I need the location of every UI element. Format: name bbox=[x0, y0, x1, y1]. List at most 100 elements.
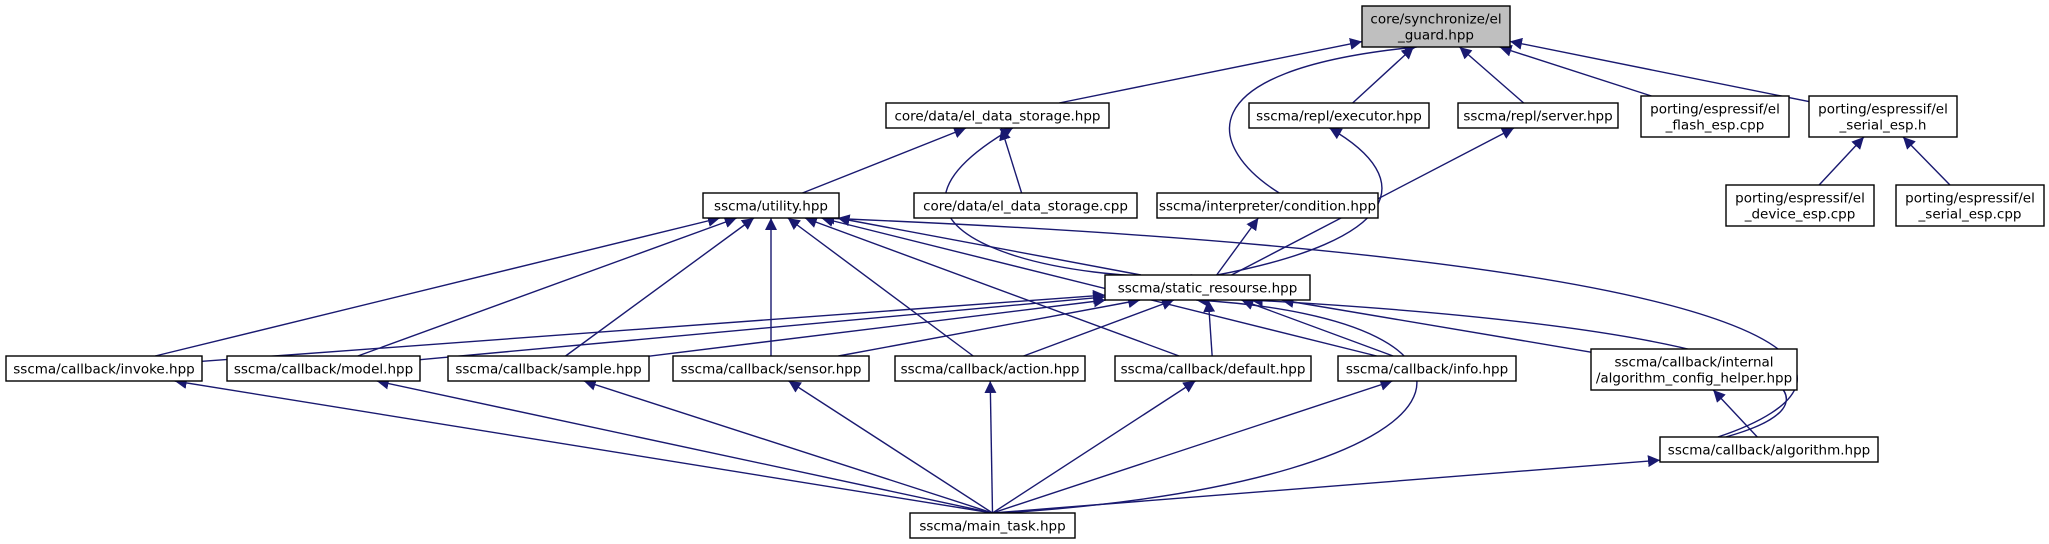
node-cb_action[interactable]: sscma/callback/action.hpp bbox=[894, 355, 1086, 382]
node-repl_server[interactable]: sscma/repl/server.hpp bbox=[1457, 102, 1619, 129]
node-label: core/data/el_data_storage.hpp bbox=[895, 109, 1101, 125]
node-box bbox=[1457, 102, 1619, 129]
node-box bbox=[1337, 355, 1517, 382]
edge-cb_sample-to-utility bbox=[565, 217, 755, 357]
node-box bbox=[672, 355, 870, 382]
node-box bbox=[1590, 348, 1798, 391]
node-box bbox=[1895, 184, 2045, 227]
node-utility[interactable]: sscma/utility.hpp bbox=[702, 192, 840, 219]
node-data_storage_hpp[interactable]: core/data/el_data_storage.hpp bbox=[885, 102, 1110, 129]
node-cb_model[interactable]: sscma/callback/model.hpp bbox=[226, 355, 421, 382]
edge-cb_algo_cfg-to-static_res bbox=[1281, 296, 1592, 353]
node-label: _serial_esp.h bbox=[1839, 118, 1927, 134]
node-label: porting/espressif/el bbox=[1735, 191, 1865, 207]
edge-cb_default-to-static_res bbox=[1203, 299, 1216, 357]
edge-main_task-to-cb_sample bbox=[583, 378, 993, 514]
node-label: porting/espressif/el bbox=[1650, 102, 1780, 118]
node-box bbox=[1156, 192, 1379, 219]
nodes-layer: core/synchronize/el_guard.hpp core/data/e… bbox=[5, 5, 2045, 539]
edge-cb_sensor-to-static_res bbox=[838, 296, 1141, 357]
edge-cb_action-to-static_res bbox=[1023, 298, 1175, 357]
node-serial_esp_h[interactable]: porting/espressif/el_serial_esp.h bbox=[1808, 95, 1958, 138]
node-label: sscma/repl/server.hpp bbox=[1463, 109, 1612, 125]
edge-serial_esp_h-to-root bbox=[1509, 37, 1810, 103]
node-label: sscma/callback/sensor.hpp bbox=[681, 362, 862, 378]
node-root[interactable]: core/synchronize/el_guard.hpp bbox=[1361, 5, 1511, 48]
edge-cb_model-to-static_res bbox=[419, 292, 1106, 361]
node-box bbox=[894, 355, 1086, 382]
node-label: sscma/repl/executor.hpp bbox=[1256, 109, 1422, 125]
node-label: porting/espressif/el bbox=[1818, 102, 1948, 118]
edge-main_task-to-cb_action bbox=[984, 380, 997, 514]
edge-cb_info-to-utility bbox=[821, 215, 1377, 357]
node-label: sscma/callback/sample.hpp bbox=[455, 362, 641, 378]
node-cb_default[interactable]: sscma/callback/default.hpp bbox=[1114, 355, 1312, 382]
edge-utility-to-data_storage_hpp bbox=[802, 126, 967, 194]
node-label: porting/espressif/el bbox=[1905, 191, 2035, 207]
node-label: sscma/callback/invoke.hpp bbox=[13, 362, 194, 378]
node-label: sscma/static_resourse.hpp bbox=[1118, 281, 1298, 297]
node-box bbox=[447, 355, 650, 382]
node-box bbox=[1104, 274, 1311, 301]
node-device_esp[interactable]: porting/espressif/el_device_esp.cpp bbox=[1725, 184, 1875, 227]
node-label: sscma/callback/default.hpp bbox=[1121, 362, 1306, 378]
node-main_task[interactable]: sscma/main_task.hpp bbox=[909, 512, 1076, 539]
edge-repl_server-to-root bbox=[1459, 46, 1525, 104]
node-box bbox=[1808, 95, 1958, 138]
node-box bbox=[1640, 95, 1790, 138]
edge-cb_info-to-static_res bbox=[1241, 298, 1394, 357]
edge-flash_esp-to-root bbox=[1499, 44, 1652, 97]
node-box bbox=[1248, 102, 1430, 129]
node-cb_sensor[interactable]: sscma/callback/sensor.hpp bbox=[672, 355, 870, 382]
node-box bbox=[702, 192, 840, 219]
node-box bbox=[885, 102, 1110, 129]
node-flash_esp[interactable]: porting/espressif/el_flash_esp.cpp bbox=[1640, 95, 1790, 138]
node-static_res[interactable]: sscma/static_resourse.hpp bbox=[1104, 274, 1311, 301]
node-label: _device_esp.cpp bbox=[1744, 207, 1856, 223]
edge-main_task-to-cb_sensor bbox=[788, 380, 993, 514]
node-box bbox=[5, 355, 203, 382]
edge-static_res-to-utility bbox=[837, 214, 1142, 276]
node-condition[interactable]: sscma/interpreter/condition.hpp bbox=[1156, 192, 1379, 219]
node-label: _guard.hpp bbox=[1397, 28, 1474, 44]
edge-cb_invoke-to-static_res bbox=[201, 289, 1106, 363]
edge-cb_algorithm-to-utility bbox=[822, 212, 1798, 438]
edge-cb_algorithm-to-cb_algo_cfg bbox=[1712, 389, 1758, 438]
node-cb_info[interactable]: sscma/callback/info.hpp bbox=[1337, 355, 1517, 382]
edge-main_task-to-cb_default bbox=[992, 380, 1196, 514]
node-cb_algorithm[interactable]: sscma/callback/algorithm.hpp bbox=[1659, 436, 1879, 463]
edge-static_res-to-condition bbox=[1216, 217, 1259, 276]
edge-main_task-to-static_res bbox=[1003, 294, 1418, 514]
node-label: sscma/interpreter/condition.hpp bbox=[1159, 199, 1376, 215]
node-label: core/synchronize/el bbox=[1370, 12, 1501, 28]
node-label: sscma/callback/action.hpp bbox=[901, 362, 1080, 378]
node-repl_executor[interactable]: sscma/repl/executor.hpp bbox=[1248, 102, 1430, 129]
node-label: sscma/main_task.hpp bbox=[919, 519, 1065, 535]
node-label: /algorithm_config_helper.hpp bbox=[1596, 371, 1792, 387]
node-cb_sample[interactable]: sscma/callback/sample.hpp bbox=[447, 355, 650, 382]
node-serial_esp_cpp[interactable]: porting/espressif/el_serial_esp.cpp bbox=[1895, 184, 2045, 227]
edge-repl_executor-to-root bbox=[1352, 46, 1415, 104]
edge-serial_esp_cpp-to-serial_esp_h bbox=[1902, 136, 1951, 186]
edge-data_storage_cpp-to-data_storage_hpp bbox=[999, 127, 1023, 194]
edge-data_storage_hpp-to-root bbox=[1058, 38, 1363, 104]
node-box bbox=[913, 192, 1138, 219]
edge-cb_sample-to-static_res bbox=[648, 295, 1106, 357]
node-box bbox=[909, 512, 1076, 539]
edge-cb_invoke-to-utility bbox=[154, 215, 721, 357]
node-label: sscma/utility.hpp bbox=[714, 199, 828, 215]
edge-main_task-to-cb_algorithm bbox=[992, 455, 1661, 514]
node-cb_algo_cfg[interactable]: sscma/callback/internal/algorithm_config… bbox=[1590, 348, 1798, 391]
node-box bbox=[1659, 436, 1879, 463]
edge-device_esp-to-serial_esp_h bbox=[1818, 136, 1865, 186]
node-box bbox=[1114, 355, 1312, 382]
node-label: sscma/callback/model.hpp bbox=[234, 362, 413, 378]
edge-cb_model-to-utility bbox=[357, 216, 737, 357]
node-label: sscma/callback/internal bbox=[1614, 355, 1773, 371]
node-label: _flash_esp.cpp bbox=[1665, 118, 1765, 134]
node-cb_invoke[interactable]: sscma/callback/invoke.hpp bbox=[5, 355, 203, 382]
node-box bbox=[1361, 5, 1511, 48]
node-data_storage_cpp[interactable]: core/data/el_data_storage.cpp bbox=[913, 192, 1138, 219]
edge-main_task-to-cb_info bbox=[992, 379, 1393, 514]
